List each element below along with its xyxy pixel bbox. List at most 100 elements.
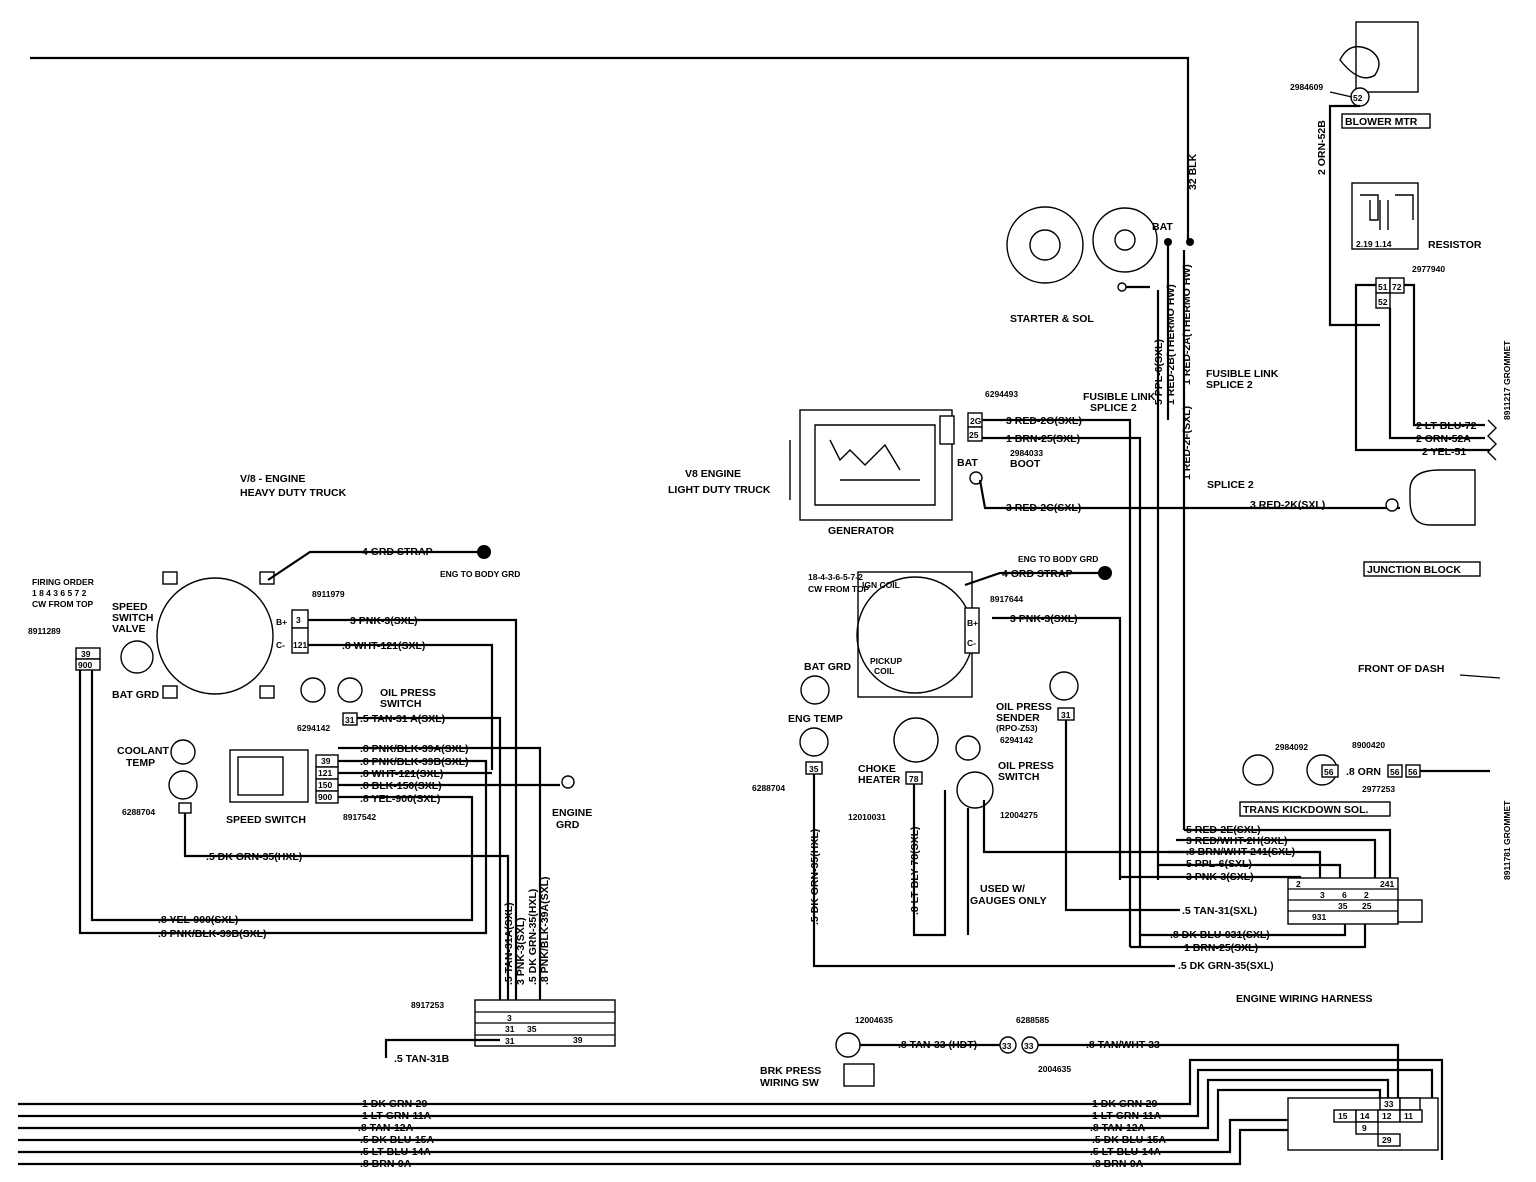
svg-text:2G: 2G: [970, 416, 982, 426]
svg-text:3: 3: [1320, 890, 1325, 900]
svg-text:.8 BRN-9A: .8 BRN-9A: [360, 1158, 412, 1170]
svg-text:.8 TAN-33 (HDT): .8 TAN-33 (HDT): [898, 1039, 977, 1051]
svg-text:6288704: 6288704: [752, 783, 785, 793]
svg-text:.8 TAN-12A: .8 TAN-12A: [358, 1122, 414, 1134]
svg-text:78: 78: [909, 774, 919, 784]
svg-text:1 RED-2A(THERMO HW): 1 RED-2A(THERMO HW): [1181, 264, 1193, 385]
svg-text:6294493: 6294493: [985, 389, 1018, 399]
blower-motor: 52 2984609 BLOWER MTR 2 ORN-52B: [1290, 21, 1431, 327]
svg-text:2004635: 2004635: [1038, 1064, 1071, 1074]
svg-text:5 RED-2E(SXL): 5 RED-2E(SXL): [1186, 824, 1261, 836]
svg-text:BAT: BAT: [957, 457, 978, 469]
svg-text:.5 LT BLU-14A: .5 LT BLU-14A: [360, 1146, 431, 1158]
svg-text:121: 121: [293, 640, 307, 650]
battery-cable: 32 BLK: [30, 56, 1199, 246]
svg-text:1 8 4 3 6 5 7 2: 1 8 4 3 6 5 7 2: [32, 588, 87, 598]
svg-text:.5 DK GRN-35(HXL): .5 DK GRN-35(HXL): [527, 889, 539, 985]
svg-text:OIL PRESS: OIL PRESS: [996, 701, 1052, 713]
dash-components: FRONT OF DASH 56 2984092 8900420 .8 ORN …: [1239, 663, 1512, 880]
svg-text:V/8 - ENGINE: V/8 - ENGINE: [240, 473, 305, 485]
svg-text:51: 51: [1378, 282, 1388, 292]
svg-text:.8 PNK/BLK-39A(SXL): .8 PNK/BLK-39A(SXL): [539, 876, 551, 985]
brake-pressure-switch: 12004635 .8 TAN-33 (HDT) 33 33 6288585 2…: [760, 1015, 1400, 1098]
svg-text:.8 PNK/BLK-39B(SXL): .8 PNK/BLK-39B(SXL): [360, 756, 469, 768]
bottom-harness: 1 DK GRN-29 1 LT GRN-11A .8 TAN-12A .5 D…: [18, 1058, 1444, 1170]
svg-text:B+: B+: [276, 617, 287, 627]
svg-text:3 PNK-3(SXL): 3 PNK-3(SXL): [1186, 871, 1254, 883]
svg-text:931: 931: [1312, 912, 1326, 922]
harness-label: ENGINE WIRING HARNESS: [1236, 993, 1373, 1005]
svg-text:SWITCH: SWITCH: [998, 771, 1039, 783]
svg-text:FUSIBLE LINK: FUSIBLE LINK: [1083, 391, 1156, 403]
blower-label: BLOWER MTR: [1345, 116, 1418, 128]
svg-text:35: 35: [809, 764, 819, 774]
svg-text:B+: B+: [967, 618, 978, 628]
svg-text:29: 29: [1382, 1135, 1392, 1145]
svg-text:3 PNK-3(SXL): 3 PNK-3(SXL): [350, 615, 418, 627]
svg-text:2 YEL-51: 2 YEL-51: [1422, 446, 1466, 458]
svg-text:6: 6: [1342, 890, 1347, 900]
svg-text:121: 121: [318, 768, 332, 778]
svg-text:USED W/: USED W/: [980, 883, 1025, 895]
starter-solenoid: BAT STARTER & SOL 5 PPL-6(SXL) 1 RED-2B(…: [1006, 206, 1193, 880]
battery-cable-label: 32 BLK: [1187, 153, 1199, 190]
svg-text:900: 900: [318, 792, 332, 802]
svg-text:4 GRD STRAP: 4 GRD STRAP: [1002, 568, 1073, 580]
svg-text:LIGHT DUTY TRUCK: LIGHT DUTY TRUCK: [668, 484, 771, 496]
svg-text:BRK PRESS: BRK PRESS: [760, 1065, 821, 1077]
svg-text:.8 YEL-900(SXL): .8 YEL-900(SXL): [360, 793, 440, 805]
svg-text:2.19 1.14: 2.19 1.14: [1356, 239, 1392, 249]
svg-text:1 RED-2F(SXL): 1 RED-2F(SXL): [1181, 406, 1193, 480]
svg-text:1 DK GRN-29: 1 DK GRN-29: [362, 1098, 428, 1110]
svg-text:900: 900: [78, 660, 92, 670]
svg-text:1 LT GRN-11A: 1 LT GRN-11A: [1092, 1110, 1162, 1122]
svg-text:FRONT OF DASH: FRONT OF DASH: [1358, 663, 1444, 675]
svg-text:8911289: 8911289: [28, 626, 61, 636]
ld-engine-distributor: IGN COIL PICKUP COIL 18-4-3-6-5-7-2 CW F…: [752, 554, 1270, 968]
svg-text:COIL: COIL: [874, 666, 894, 676]
speed-switch-label: SPEED SWITCH: [226, 814, 306, 826]
svg-text:4 GRD STRAP: 4 GRD STRAP: [362, 546, 433, 558]
generator-label: GENERATOR: [828, 525, 895, 537]
svg-text:.8 PNK/BLK-39B(SXL): .8 PNK/BLK-39B(SXL): [158, 928, 267, 940]
svg-text:39: 39: [81, 649, 91, 659]
svg-text:SWITCH: SWITCH: [112, 612, 153, 624]
svg-text:SENDER: SENDER: [996, 712, 1040, 724]
resistor-label: RESISTOR: [1428, 239, 1482, 251]
svg-text:5 PPL-6(SXL): 5 PPL-6(SXL): [1186, 858, 1252, 870]
svg-text:8917542: 8917542: [343, 812, 376, 822]
svg-text:33: 33: [1384, 1099, 1394, 1109]
svg-text:ENG TEMP: ENG TEMP: [788, 713, 843, 725]
svg-text:8917644: 8917644: [990, 594, 1023, 604]
svg-text:2984033: 2984033: [1010, 448, 1043, 458]
svg-text:ENG TO BODY GRD: ENG TO BODY GRD: [440, 569, 520, 579]
svg-text:33: 33: [1002, 1041, 1012, 1051]
svg-text:2: 2: [1296, 879, 1301, 889]
svg-text:31: 31: [1061, 710, 1071, 720]
svg-text:9: 9: [1362, 1123, 1367, 1133]
svg-text:(RPO-Z53): (RPO-Z53): [996, 723, 1038, 733]
svg-text:C-: C-: [276, 640, 285, 650]
svg-text:.5 DK BLU-15A: .5 DK BLU-15A: [360, 1134, 435, 1146]
svg-text:BAT: BAT: [1152, 221, 1173, 233]
svg-text:2 ORN-52A: 2 ORN-52A: [1416, 433, 1471, 445]
svg-text:.8 WHT-121(SXL): .8 WHT-121(SXL): [342, 640, 425, 652]
svg-text:39: 39: [321, 756, 331, 766]
svg-text:2977940: 2977940: [1412, 264, 1445, 274]
svg-text:COOLANT: COOLANT: [117, 745, 169, 757]
svg-text:12: 12: [1382, 1111, 1392, 1121]
svg-text:WIRING SW: WIRING SW: [760, 1077, 819, 1089]
blower-part: 2984609: [1290, 82, 1323, 92]
svg-text:3 RED-2C(SXL): 3 RED-2C(SXL): [1006, 502, 1081, 514]
svg-text:6294142: 6294142: [297, 723, 330, 733]
svg-text:IGN COIL: IGN COIL: [862, 580, 900, 590]
svg-text:56: 56: [1408, 767, 1418, 777]
svg-text:12010031: 12010031: [848, 812, 886, 822]
svg-text:.8 TAN-12A: .8 TAN-12A: [1090, 1122, 1146, 1134]
svg-text:3 RED-2K(SXL): 3 RED-2K(SXL): [1250, 499, 1325, 511]
bulkhead-connector: 5 RED-2E(SXL) 3 RED/WHT-2H(SXL) .8 BRN/W…: [1120, 824, 1423, 1005]
svg-text:OIL PRESS: OIL PRESS: [380, 687, 436, 699]
svg-text:8900420: 8900420: [1352, 740, 1385, 750]
svg-text:.5 DK GRN-35(HXL): .5 DK GRN-35(HXL): [809, 829, 821, 925]
svg-text:HEATER: HEATER: [858, 774, 901, 786]
